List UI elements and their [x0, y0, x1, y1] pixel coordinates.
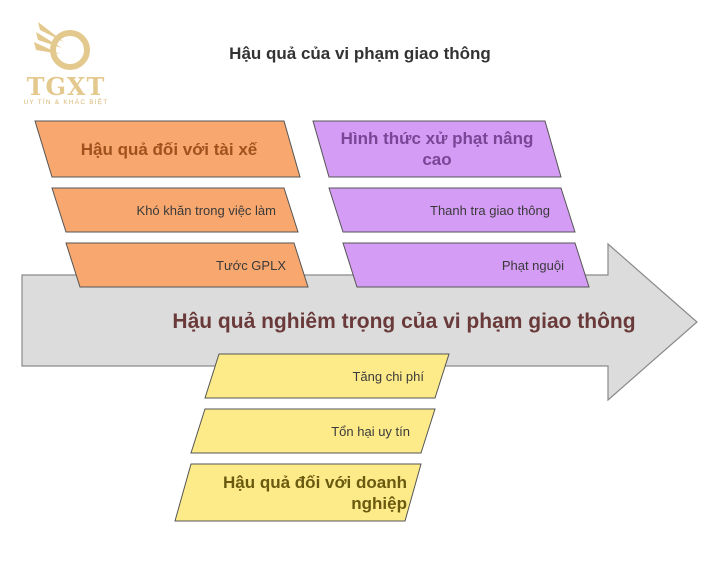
- business-item-1-text: Tăng chi phí: [352, 368, 424, 384]
- driver-category: Hậu quả đối với tài xế: [52, 121, 286, 177]
- main-label-text: Hậu quả nghiêm trọng của vi phạm giao th…: [172, 310, 636, 333]
- logo-emblem-icon: [34, 22, 90, 70]
- business-category: Hậu quả đối với doanh nghiệp: [195, 464, 407, 521]
- business-item-1-box: [204, 353, 450, 399]
- driver-item-2-text: Tước GPLX: [216, 257, 286, 273]
- business-category-box: [174, 463, 422, 522]
- business-category-text: Hậu quả đối với doanh nghiệp: [223, 472, 407, 513]
- penalty-item-1: Thanh tra giao thông: [340, 188, 550, 232]
- logo-name: TGXT: [26, 72, 106, 101]
- driver-item-2: Tước GPLX: [76, 243, 286, 287]
- driver-item-1-box: [51, 187, 299, 233]
- business-item-2-text: Tổn hại uy tín: [331, 423, 410, 439]
- driver-item-1: Khó khăn trong việc làm: [62, 188, 276, 232]
- business-item-1: Tăng chi phí: [216, 354, 424, 398]
- penalty-item-2-box: [342, 242, 590, 288]
- penalty-item-2: Phạt nguội: [354, 243, 564, 287]
- driver-category-box: [34, 120, 301, 178]
- driver-item-2-box: [65, 242, 309, 288]
- logo-tagline: UY TÍN & KHÁC BIỆT: [23, 99, 109, 106]
- penalty-category: Hình thức xử phạt nâng cao: [330, 121, 544, 177]
- penalty-item-1-box: [328, 187, 576, 233]
- driver-item-1-text: Khó khăn trong việc làm: [136, 202, 276, 218]
- page-title: Hậu quả của vi phạm giao thông: [229, 44, 491, 63]
- penalty-item-2-text: Phạt nguội: [501, 257, 564, 273]
- business-item-2-box: [190, 408, 436, 454]
- business-item-2: Tổn hại uy tín: [202, 409, 410, 453]
- penalty-category-text: Hình thức xử phạt nâng cao: [340, 129, 534, 169]
- driver-category-text: Hậu quả đối với tài xế: [80, 139, 258, 159]
- penalty-item-1-text: Thanh tra giao thông: [430, 202, 550, 218]
- main-label: Hậu quả nghiêm trọng của vi phạm giao th…: [100, 300, 708, 344]
- penalty-category-box: [312, 120, 562, 178]
